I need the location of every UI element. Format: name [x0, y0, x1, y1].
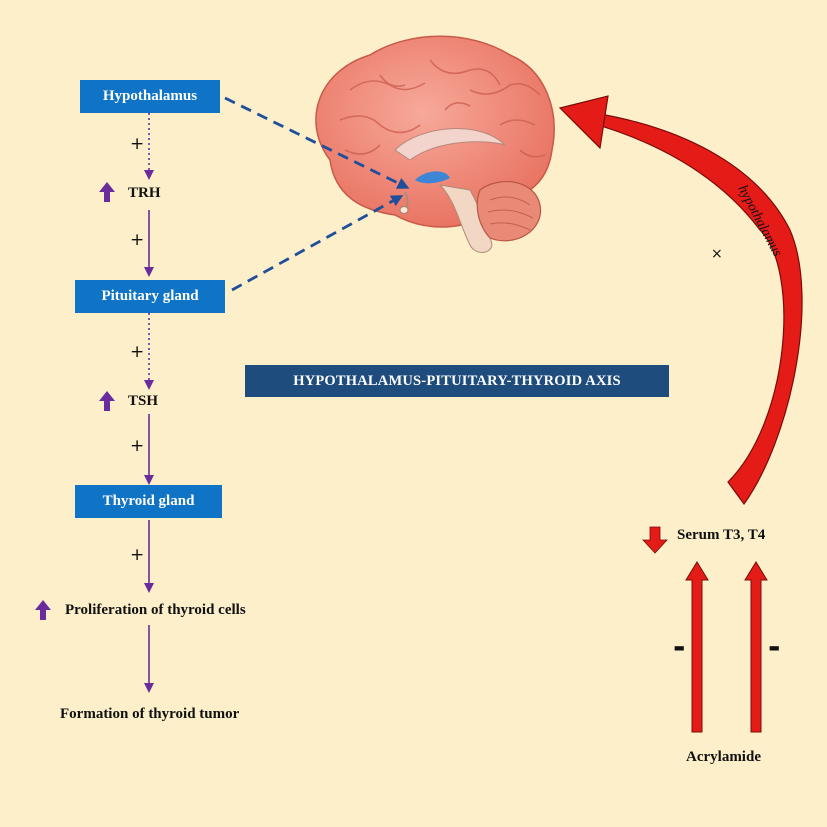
axis-title-banner: HYPOTHALAMUS-PITUITARY-THYROID AXIS [245, 365, 669, 397]
down-arrow-icon [642, 526, 668, 554]
acrylamide-label: Acrylamide [686, 749, 761, 765]
plus-sign: + [130, 436, 145, 456]
tsh-label: TSH [128, 393, 159, 409]
hypothalamus-box: Hypothalamus [80, 80, 220, 113]
trh-label: TRH [128, 185, 161, 201]
proliferation-label: Proliferation of thyroid cells [65, 602, 246, 618]
plus-sign: + [130, 545, 145, 565]
plus-sign: + [130, 134, 145, 154]
dashed-arrow-pituitary [231, 195, 404, 292]
up-arrow-icon [35, 600, 51, 620]
up-arrow-icon [99, 391, 115, 411]
plus-sign: + [130, 342, 145, 362]
pituitary-gland-box: Pituitary gland [75, 280, 225, 313]
dashed-arrow-hypothalamus [224, 96, 410, 189]
plus-sign: + [130, 230, 145, 250]
times-sign: × [711, 246, 723, 262]
minus-sign: - [673, 630, 686, 665]
serum-label: Serum T3, T4 [677, 527, 766, 543]
tumor-label: Formation of thyroid tumor [60, 706, 240, 722]
brain-illustration [315, 35, 555, 253]
up-arrow-icon [99, 182, 115, 202]
red-feedback-arrow [558, 95, 803, 506]
red-up-arrow-left [685, 561, 709, 733]
minus-sign: - [768, 630, 781, 665]
red-up-arrow-right [744, 561, 768, 733]
thyroid-gland-box: Thyroid gland [75, 485, 222, 518]
